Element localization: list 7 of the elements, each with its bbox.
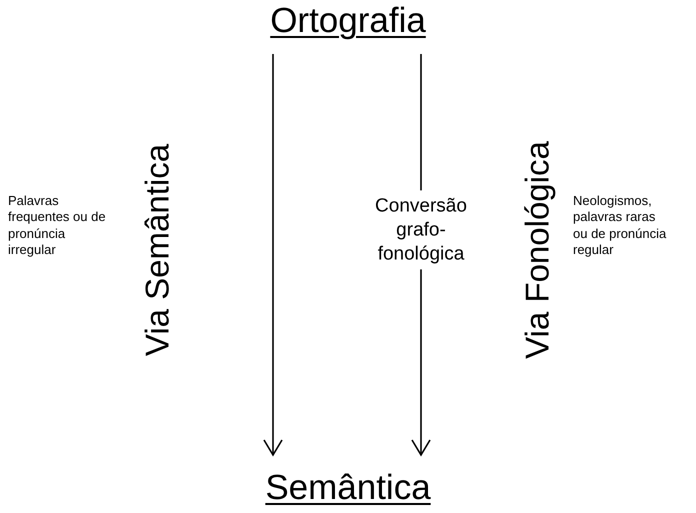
- arrow: [263, 54, 283, 456]
- note-text: Palavras frequentes ou de pronúncia irregular: [8, 193, 107, 258]
- note-text: Neologismos, palavras raras ou de pronúncia regular: [573, 193, 668, 258]
- route-label: Via Fonológica: [520, 141, 554, 359]
- route-label: Via Semântica: [140, 144, 174, 356]
- heading-text: Ortografia: [270, 0, 426, 42]
- heading-text: Semântica: [265, 467, 431, 509]
